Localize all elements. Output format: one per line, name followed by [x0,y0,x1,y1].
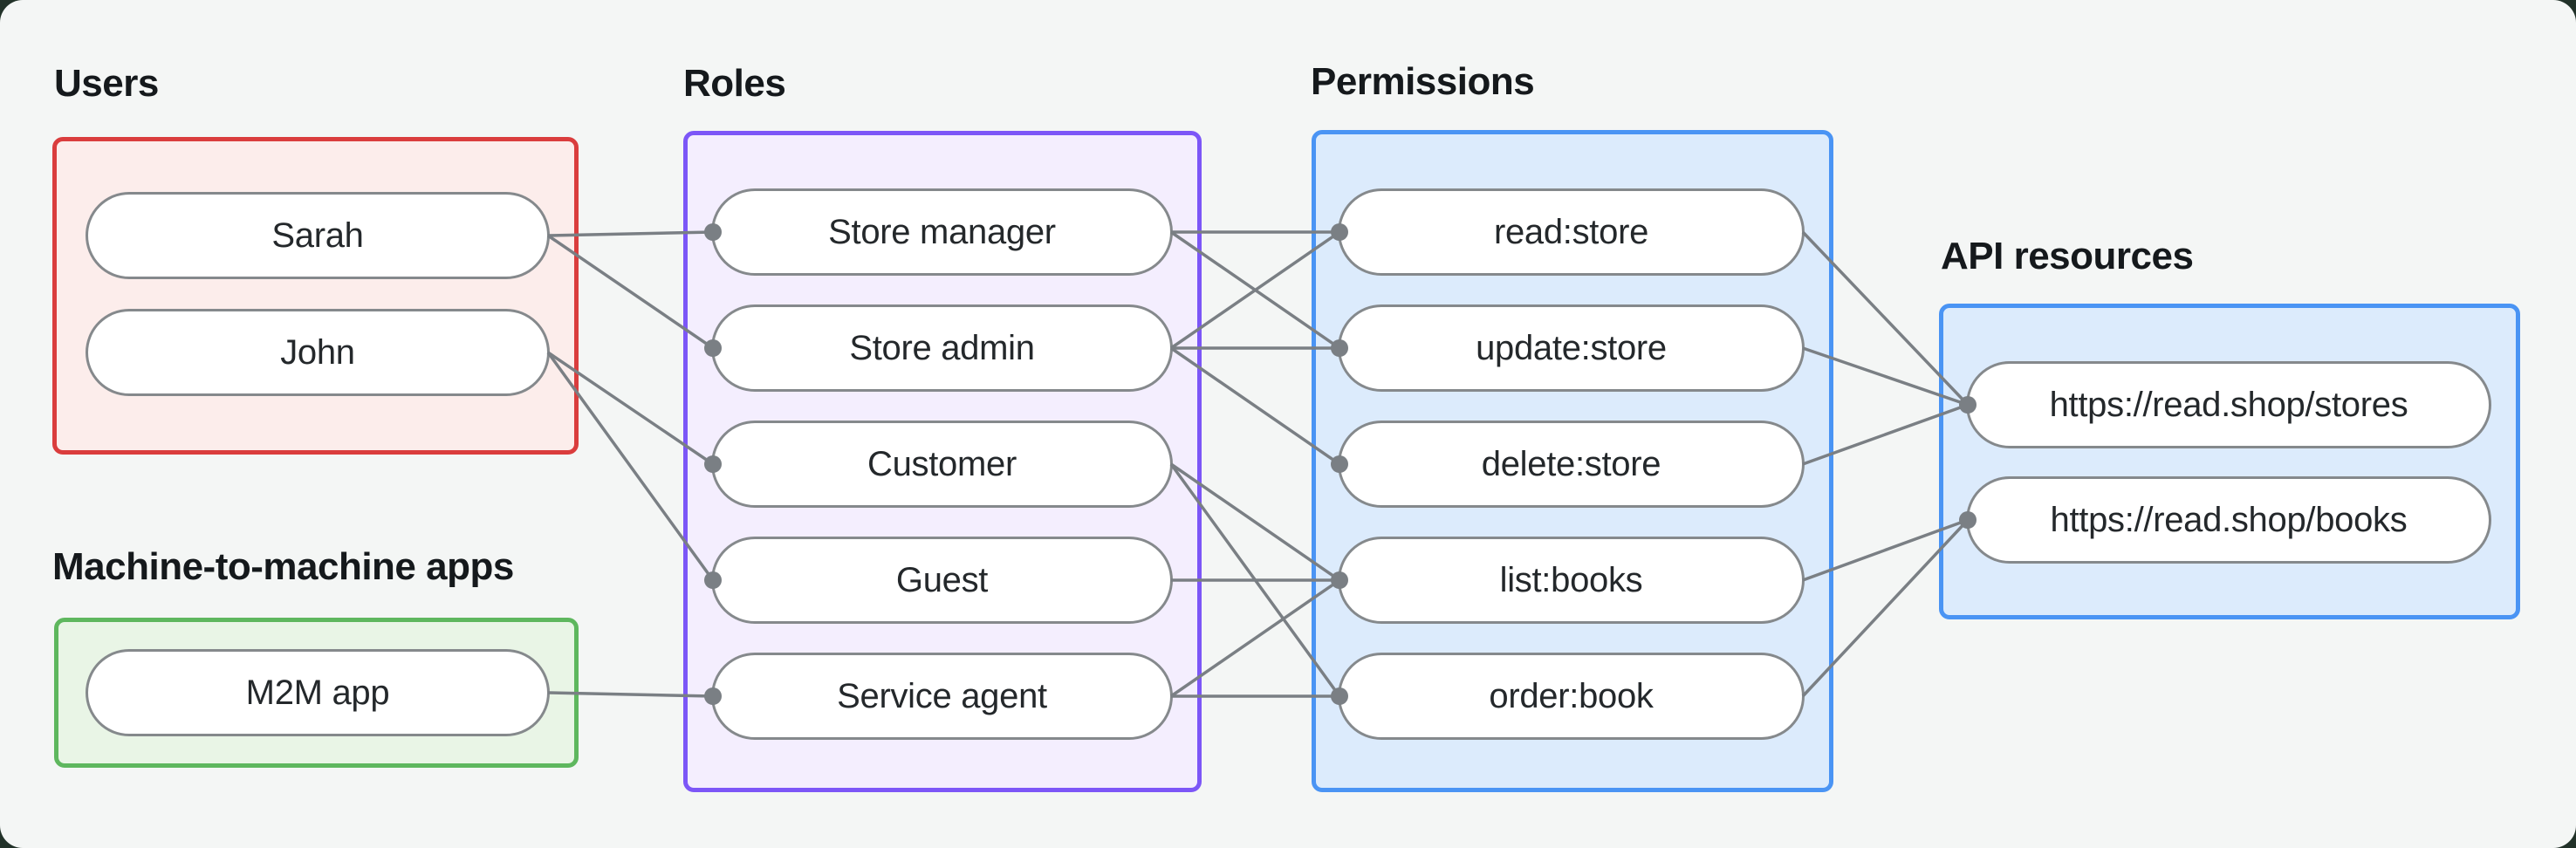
api-resources-group-box [1939,304,2520,619]
node-store-manager: Store manager [711,188,1173,276]
node-customer: Customer [711,421,1173,508]
users-group-box [52,137,579,455]
node-john: John [86,309,550,396]
node-service-agent: Service agent [711,653,1173,740]
api-resources-section-label: API resources [1941,235,2194,277]
node-list-books: list:books [1338,537,1805,624]
node-order-book: order:book [1338,653,1805,740]
node-delete-store: delete:store [1338,421,1805,508]
m2m-apps-section-label: Machine-to-machine apps [52,545,514,588]
node-read-store: read:store [1338,188,1805,276]
node-sarah: Sarah [86,192,550,279]
node-stores-api: https://read.shop/stores [1966,361,2491,448]
node-guest: Guest [711,537,1173,624]
users-section-label: Users [54,62,159,105]
node-books-api: https://read.shop/books [1966,476,2491,564]
permissions-section-label: Permissions [1311,60,1535,103]
node-update-store: update:store [1338,304,1805,392]
node-store-admin: Store admin [711,304,1173,392]
roles-section-label: Roles [683,62,786,105]
node-m2m-app: M2M app [86,649,550,736]
